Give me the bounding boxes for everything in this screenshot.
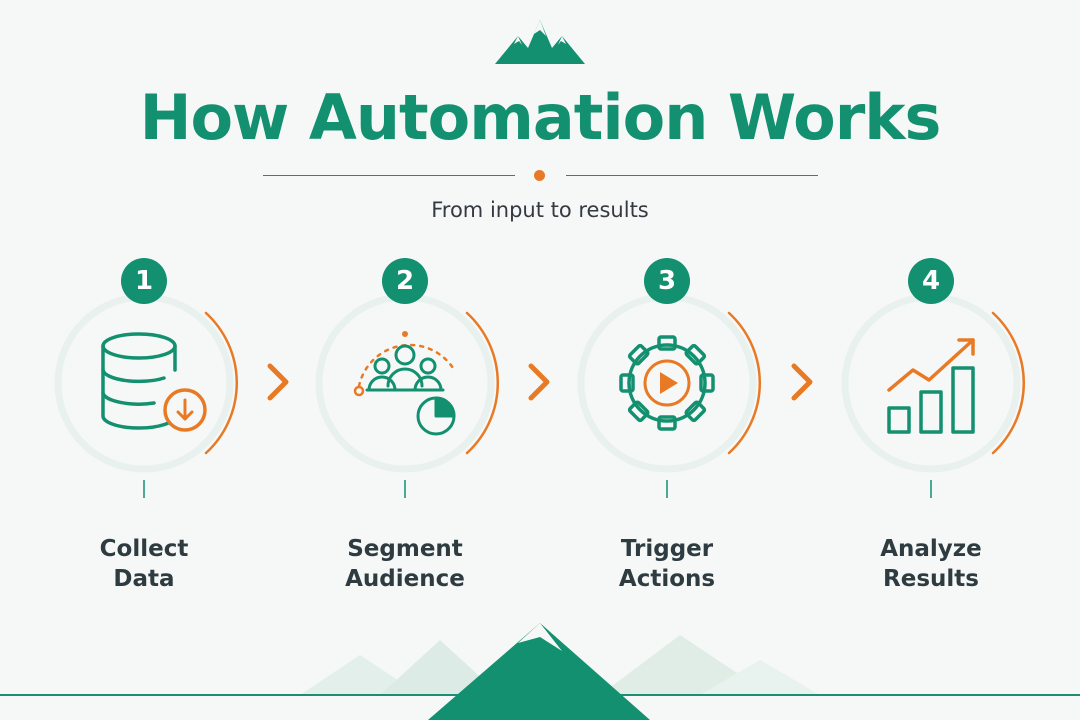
divider-dot [534, 170, 545, 181]
step-number-badge: 2 [382, 258, 428, 304]
chevron-right-icon [791, 363, 813, 401]
step-number-badge: 4 [908, 258, 954, 304]
page-subtitle: From input to results [431, 198, 649, 222]
step-label: Collect Data [99, 536, 189, 592]
chevron-right-icon [528, 363, 550, 401]
step-label: Trigger Actions [618, 536, 716, 592]
audience-segment-icon [353, 331, 456, 436]
step-label: Analyze Results [880, 536, 982, 592]
step-trigger-actions: 3 Trigger Actions [577, 258, 797, 598]
step-analyze-results: 4 Analyze Results [841, 258, 1061, 598]
bar-chart-trend-icon [887, 338, 975, 434]
chevron-right-icon [267, 363, 289, 401]
step-collect-data: 1 Collect Data [54, 258, 274, 598]
page-title: How Automation Works [139, 81, 942, 154]
step-number-badge: 3 [644, 258, 690, 304]
divider-line-right [566, 175, 818, 176]
step-label: Segment Audience [345, 536, 465, 592]
divider-line-left [263, 175, 515, 176]
step-segment-audience: 2 Segment Audience [315, 258, 535, 598]
step-number-badge: 1 [121, 258, 167, 304]
gear-play-icon [619, 335, 715, 431]
mountain-range-icon [0, 623, 1080, 720]
database-download-icon [101, 332, 207, 432]
mountain-logo-icon [495, 20, 585, 64]
